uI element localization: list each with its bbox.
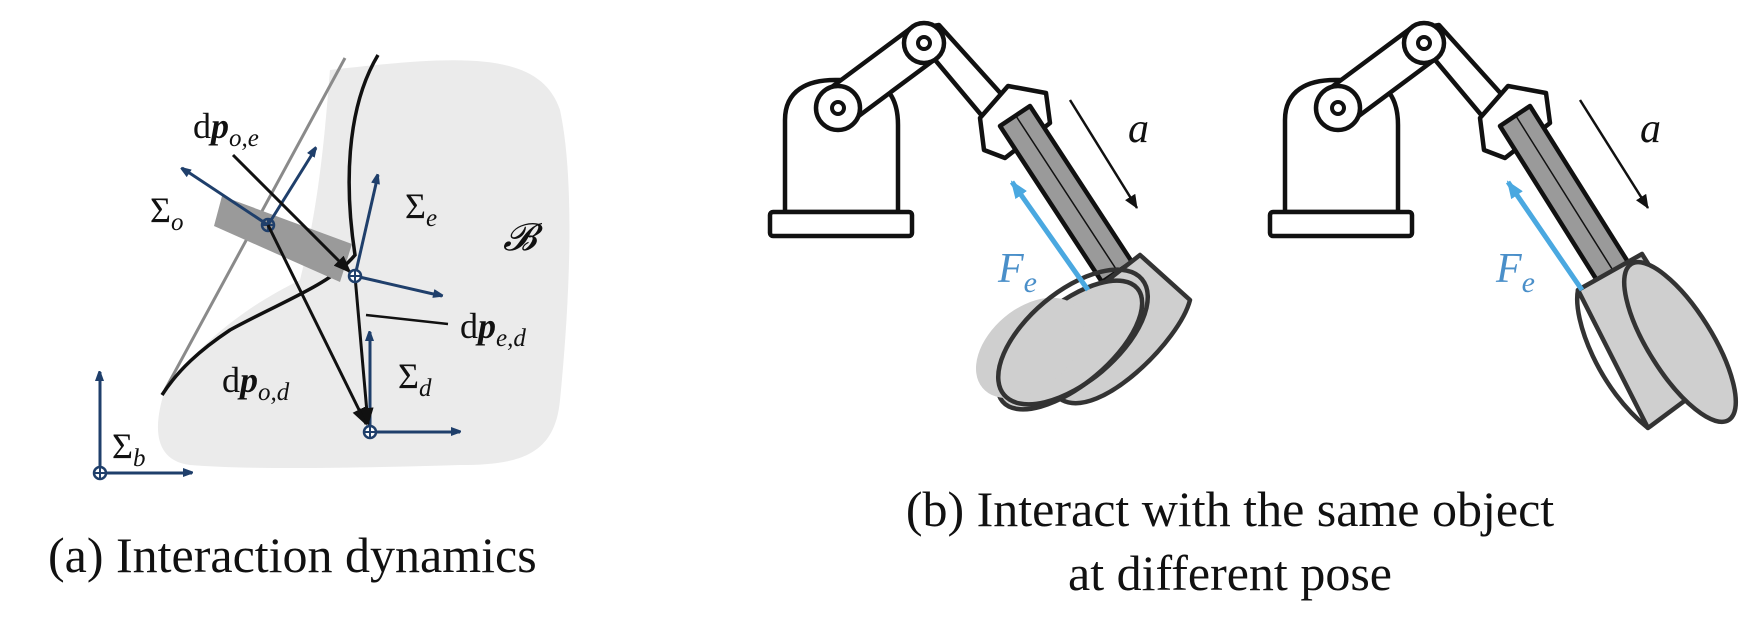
force-label-1: Fe (997, 246, 1037, 299)
label-sigma-o: Σo (150, 190, 183, 236)
label-dp-oe: dpo,e (193, 106, 259, 152)
label-body-b: 𝓑 (503, 217, 543, 259)
caption-panel-b-line2: at different pose (1068, 545, 1392, 601)
shoulder-joint (813, 83, 863, 133)
robot-base (1267, 77, 1415, 239)
frame-sigma-b (92, 372, 192, 481)
label-sigma-e: Σe (405, 186, 437, 232)
body-region (157, 60, 570, 469)
leader-dp-ed (365, 313, 449, 326)
force-arrow-1 (1009, 180, 1091, 292)
elbow-joint (1401, 20, 1447, 66)
accel-label-2: a (1640, 106, 1661, 152)
label-dp-od: dpo,d (222, 360, 290, 406)
accel-arrow-2 (1578, 99, 1650, 209)
accel-label-1: a (1128, 106, 1149, 152)
arrow-dp-od (266, 224, 368, 426)
robot-base (767, 77, 915, 239)
force-label-2: Fe (1495, 246, 1535, 299)
object-cylinder-end (1621, 259, 1739, 425)
caption-panel-b-line1: (b) Interact with the same object (906, 481, 1554, 537)
label-sigma-d: Σd (398, 356, 432, 402)
label-dp-ed: dpe,d (460, 306, 526, 352)
robot-scene-1: a Fe (767, 20, 1193, 412)
label-sigma-b: Σb (112, 426, 145, 472)
object-cylinder (975, 252, 1193, 412)
robot-scene-2: a Fe (1267, 20, 1739, 431)
panel-a-diagram: Σo Σe Σd Σb 𝓑 dpo,e dpe,d dpo,d (a) Inte… (48, 54, 570, 583)
origin-sigma-d (362, 424, 378, 440)
caption-panel-a: (a) Interaction dynamics (48, 527, 537, 583)
deformed-surface-curve (160, 54, 380, 396)
arrow-dp-oe (231, 153, 352, 274)
frame-sigma-e (353, 175, 442, 296)
object-cylinder-top (995, 267, 1151, 407)
accel-arrow-1 (1068, 99, 1139, 209)
shoulder-joint (1313, 83, 1363, 133)
frame-sigma-o (182, 148, 316, 233)
arrow-dp-ed (353, 275, 374, 426)
force-arrow-2 (1505, 180, 1585, 292)
tool-probe (214, 196, 352, 282)
origin-sigma-e (347, 268, 363, 284)
elbow-joint (901, 20, 947, 66)
